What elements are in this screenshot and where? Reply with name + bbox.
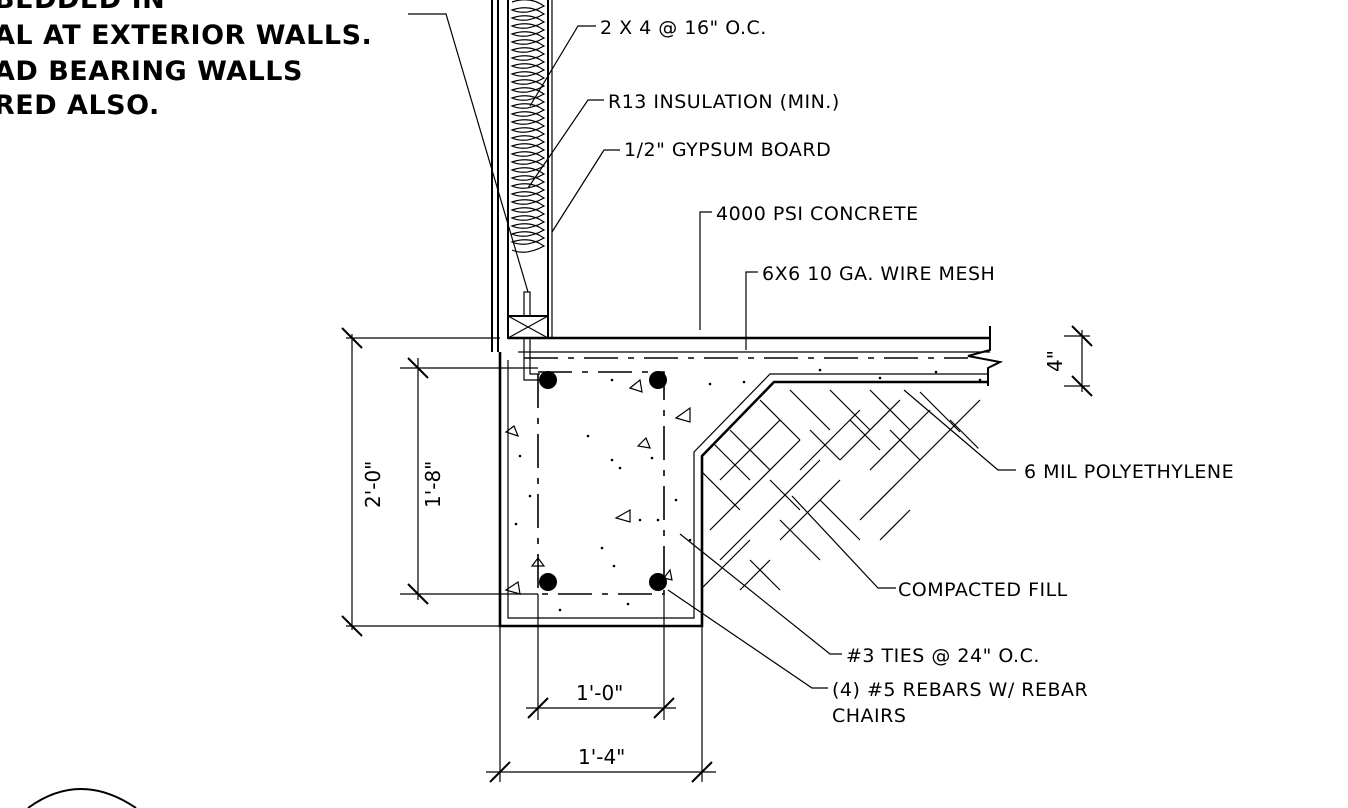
dim-text-footing-width: 1'-4" (578, 745, 625, 769)
rebar-ties (537, 371, 665, 595)
label-polyethylene: 6 MIL POLYETHYLENE (1024, 461, 1234, 483)
rebar-bottom-left (539, 573, 557, 591)
note-line-2: AL AT EXTERIOR WALLS. (0, 20, 372, 51)
dimension-slab-thickness: 4" (1043, 325, 1093, 397)
anchor-bolt (523, 291, 531, 317)
label-ties: #3 TIES @ 24" O.C. (846, 645, 1040, 667)
dimension-footing-width: 1'-4" (486, 626, 716, 783)
rebar-top-right (649, 371, 667, 389)
note-line-4: RED ALSO. (0, 90, 160, 121)
label-wire-mesh: 6X6 10 GA. WIRE MESH (762, 263, 995, 285)
label-concrete: 4000 PSI CONCRETE (716, 203, 919, 225)
label-studs: 2 X 4 @ 16" O.C. (600, 17, 767, 39)
wall-assembly (491, 0, 553, 381)
rebar-top-left (539, 371, 557, 389)
footing-profile (498, 352, 988, 628)
callout-labels: 2 X 4 @ 16" O.C. R13 INSULATION (MIN.) 1… (600, 17, 1234, 727)
dim-text-slab-thickness: 4" (1043, 350, 1067, 372)
label-rebars-line1: (4) #5 REBARS W/ REBAR (832, 679, 1088, 701)
detail-tag-bubble (27, 788, 137, 808)
general-note: BEDDED IN AL AT EXTERIOR WALLS. AD BEARI… (0, 0, 372, 121)
note-line-1: BEDDED IN (0, 0, 165, 15)
dim-text-footing-depth: 2'-0" (361, 461, 385, 508)
concrete-aggregate (504, 368, 982, 612)
insulation-batt (510, 0, 546, 253)
note-line-3: AD BEARING WALLS (0, 56, 303, 87)
rebar-bottom-right (649, 573, 667, 591)
label-gypsum: 1/2" GYPSUM BOARD (624, 139, 831, 161)
dimension-rebar-horizontal: 1'-0" (526, 594, 676, 720)
leaders (527, 25, 1090, 689)
label-insulation: R13 INSULATION (MIN.) (608, 91, 840, 113)
compacted-fill-hatch (702, 389, 981, 591)
dimension-footing-depth: 2'-0" (341, 327, 500, 637)
note-leader (408, 13, 529, 293)
dimension-rebar-vertical: 1'-8" (400, 357, 538, 605)
dim-text-rebar-vertical: 1'-8" (421, 461, 445, 508)
concrete-outline (498, 326, 1004, 628)
label-compacted-fill: COMPACTED FILL (898, 579, 1068, 601)
label-rebars-line2: CHAIRS (832, 705, 906, 727)
rebars (539, 371, 667, 591)
dim-text-rebar-horizontal: 1'-0" (576, 681, 623, 705)
